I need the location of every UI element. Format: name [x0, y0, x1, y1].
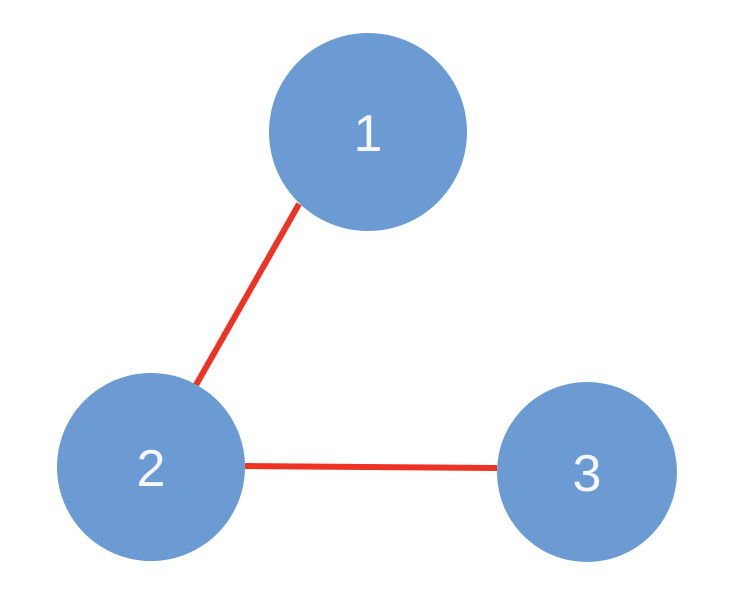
node-circle-2[interactable]	[57, 373, 245, 561]
graph-node-2[interactable]: 2	[57, 373, 245, 561]
graph-node-1[interactable]: 1	[269, 33, 467, 231]
node-circle-3[interactable]	[497, 382, 677, 562]
edge-layer	[193, 202, 498, 471]
node-circle-1[interactable]	[269, 33, 467, 231]
graph-node-3[interactable]: 3	[497, 382, 677, 562]
node-layer: 1 2 3	[57, 33, 677, 562]
edge-2-3[interactable]	[244, 463, 498, 471]
edge-2-1[interactable]	[193, 202, 302, 387]
